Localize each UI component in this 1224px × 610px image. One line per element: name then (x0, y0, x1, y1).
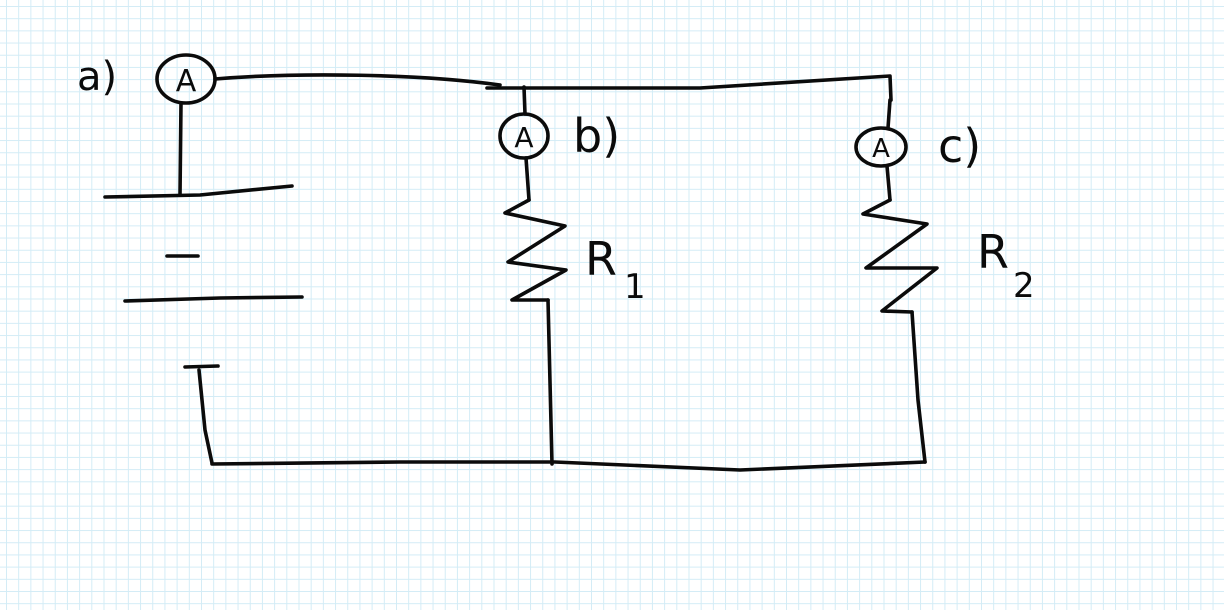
battery-long-plate (103, 184, 294, 199)
label-a: a) (77, 54, 117, 100)
ammeter-c: A (854, 126, 908, 168)
label-c: c) (938, 119, 981, 173)
ammeter-a: A (155, 53, 217, 105)
wires (178, 73, 927, 472)
wire-ammeter-b-to-r1 (524, 156, 531, 202)
wire-top-left (213, 73, 502, 87)
wire-top-right (485, 74, 893, 102)
ammeter-c-symbol: A (872, 134, 890, 164)
wire-to-ammeter-b (522, 85, 527, 116)
wire-r2-down (910, 310, 927, 464)
battery (103, 184, 304, 369)
resistor-r1: R 1 (503, 198, 646, 307)
resistor-r2-letter: R (977, 225, 1009, 279)
ammeter-a-symbol: A (176, 64, 197, 99)
resistor-r2-zigzag (861, 198, 939, 314)
wire-to-ammeter-c (886, 98, 892, 130)
resistor-r2: R 2 (861, 198, 1035, 314)
wire-r1-down (546, 298, 554, 466)
wire-bottom (210, 460, 927, 472)
ammeter-b-symbol: A (514, 121, 533, 154)
wire-ammeter-c-to-r2 (885, 164, 892, 202)
resistor-r1-zigzag (503, 198, 568, 302)
resistor-r2-subscript: 2 (1013, 266, 1035, 306)
resistor-r1-subscript: 1 (624, 267, 646, 307)
ammeter-c-circle (854, 126, 908, 168)
battery-plus-sign (183, 364, 220, 369)
wire-ammeter-a-to-battery (178, 101, 183, 197)
battery-short-plate (123, 295, 304, 303)
label-b: b) (573, 109, 620, 163)
wire-battery-down (197, 368, 214, 465)
resistor-r1-letter: R (585, 232, 617, 286)
ammeter-b: A (498, 112, 550, 160)
